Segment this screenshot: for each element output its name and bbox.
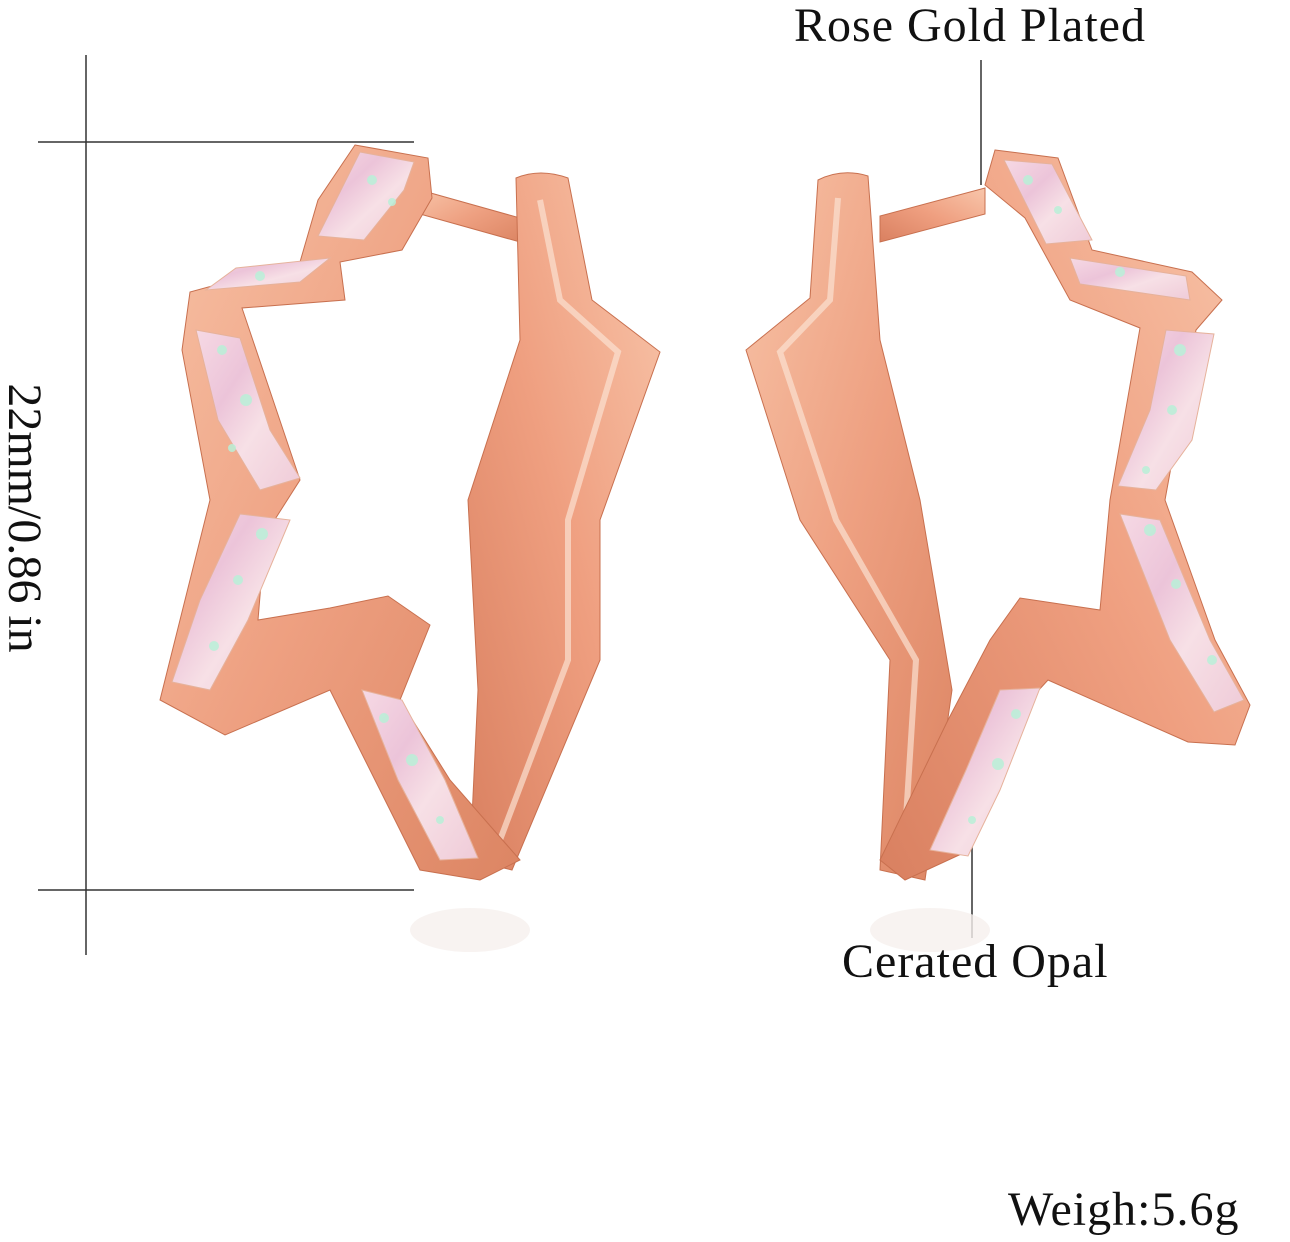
right-earring-reflection bbox=[870, 908, 990, 952]
size-label: 22mm/0.86 in bbox=[0, 383, 51, 653]
right-earring-opal-inlay bbox=[929, 159, 1245, 857]
metal-label: Rose Gold Plated bbox=[794, 0, 1146, 52]
right-earring-post bbox=[879, 187, 986, 243]
right-earring bbox=[745, 149, 1251, 881]
right-earring-back-arm bbox=[745, 172, 953, 881]
right-earring-star-body bbox=[879, 149, 1251, 881]
weight-label: Weigh:5.6g bbox=[1008, 1183, 1240, 1236]
left-earring bbox=[159, 144, 661, 881]
left-earring-opal-inlay bbox=[171, 151, 479, 861]
left-earring-star-body bbox=[159, 144, 521, 881]
left-earring-back-arm bbox=[467, 172, 661, 871]
left-earring-opal-speckles bbox=[209, 175, 444, 824]
right-earring-opal-speckles bbox=[968, 175, 1217, 824]
left-earring-post bbox=[419, 189, 521, 243]
stone-label: Cerated Opal bbox=[842, 935, 1109, 988]
dimension-lines bbox=[38, 55, 414, 955]
left-earring-reflection bbox=[410, 908, 530, 952]
